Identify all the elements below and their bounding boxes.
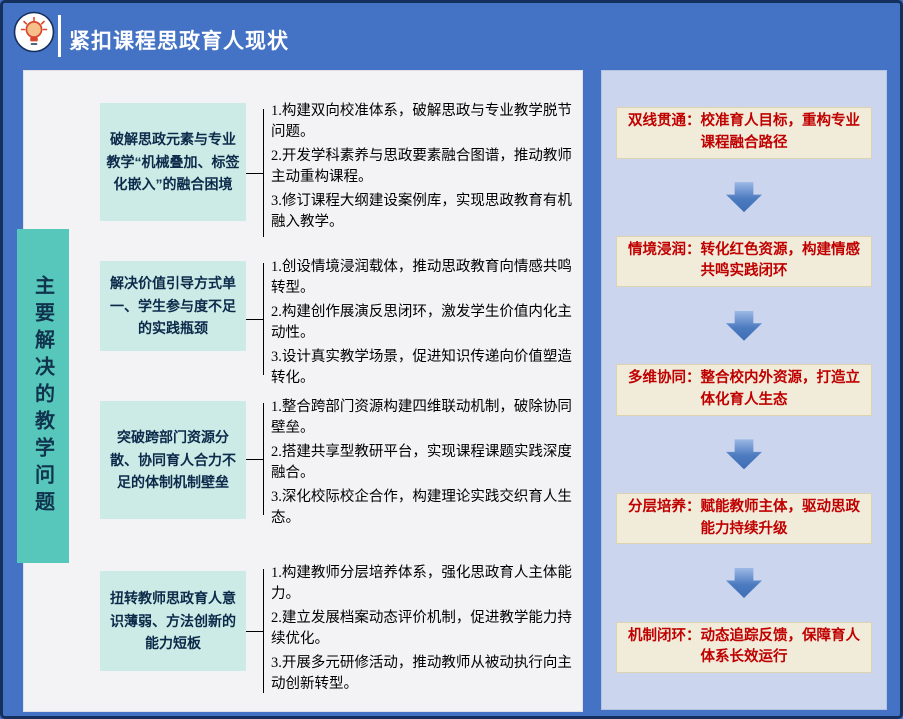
measures-list-3: 1.整合跨部门资源构建四维联动机制，破除协同壁垒。 2.搭建共享型教研平台，实现…: [271, 397, 579, 532]
measures-list-2: 1.创设情境浸润载体，推动思政教育向情感共鸣转型。 2.构建创作展演反思闭环，激…: [271, 257, 579, 392]
connector-bracket-4: [246, 569, 264, 693]
measures-list-1: 1.构建双向校准体系，破解思政与专业教学脱节问题。 2.开发学科素养与思政要素融…: [271, 101, 579, 236]
measure-item: 2.建立发展档案动态评价机制，促进教学能力持续优化。: [271, 610, 572, 648]
lightbulb-icon: [13, 11, 55, 53]
step-box-1: 双线贯通：校准育人目标，重构专业课程融合路径: [616, 107, 872, 159]
page-title: 紧扣课程思政育人现状: [69, 30, 289, 53]
measure-item: 1.构建双向校准体系，破解思政与专业教学脱节问题。: [271, 103, 572, 141]
measure-item: 1.创设情境浸润载体，推动思政教育向情感共鸣转型。: [271, 259, 572, 297]
header-divider: [58, 15, 61, 57]
problem-box-4: 扭转教师思政育人意识薄弱、方法创新的能力短板: [100, 571, 246, 671]
down-arrow-icon: [726, 182, 762, 213]
step-box-3: 多维协同：整合校内外资源，打造立体化育人生态: [616, 364, 872, 416]
measures-list-4: 1.构建教师分层培养体系，强化思政育人主体能力。 2.建立发展档案动态评价机制，…: [271, 563, 579, 698]
connector-bracket-1: [246, 109, 264, 237]
measure-item: 3.开展多元研修活动，推动教师从被动执行向主动创新转型。: [271, 655, 572, 693]
flow-panel: 双线贯通：校准育人目标，重构专业课程融合路径 情境浸润：转化红色资源，构建情感共…: [601, 70, 887, 710]
problems-panel: 主要解决的教学问题 破解思政元素与专业教学“机械叠加、标签化嵌入”的融合困境 1…: [17, 70, 583, 712]
measure-item: 1.构建教师分层培养体系，强化思政育人主体能力。: [271, 565, 572, 603]
down-arrow-icon: [726, 310, 762, 341]
problem-box-2: 解决价值引导方式单一、学生参与度不足的实践瓶颈: [100, 261, 246, 351]
measure-item: 1.整合跨部门资源构建四维联动机制，破除协同壁垒。: [271, 399, 572, 437]
measure-item: 3.深化校际校企合作，构建理论实践交织育人生态。: [271, 489, 572, 527]
step-box-5: 机制闭环：动态追踪反馈，保障育人体系长效运行: [616, 621, 872, 673]
measure-item: 2.开发学科素养与思政要素融合图谱，推动教师主动重构课程。: [271, 148, 572, 186]
vertical-title: 主要解决的教学问题: [17, 229, 69, 563]
connector-bracket-3: [246, 403, 264, 515]
step-box-4: 分层培养：赋能教师主体，驱动思政能力持续升级: [616, 492, 872, 545]
measure-item: 3.修订课程大纲建设案例库，实现思政教育有机融入教学。: [271, 193, 572, 231]
measure-item: 2.构建创作展演反思闭环，激发学生价值内化主动性。: [271, 304, 572, 342]
down-arrow-icon: [726, 567, 762, 598]
problem-box-3: 突破跨部门资源分散、协同育人合力不足的体制机制壁垒: [100, 401, 246, 519]
measure-item: 3.设计真实教学场景，促进知识传递向价值塑造转化。: [271, 349, 572, 387]
measure-item: 2.搭建共享型教研平台，实现课程课题实践深度融合。: [271, 444, 572, 482]
step-box-2: 情境浸润：转化红色资源，构建情感共鸣实践闭环: [616, 235, 872, 288]
connector-bracket-2: [246, 263, 264, 375]
problem-box-1: 破解思政元素与专业教学“机械叠加、标签化嵌入”的融合困境: [100, 103, 246, 221]
down-arrow-icon: [726, 439, 762, 470]
